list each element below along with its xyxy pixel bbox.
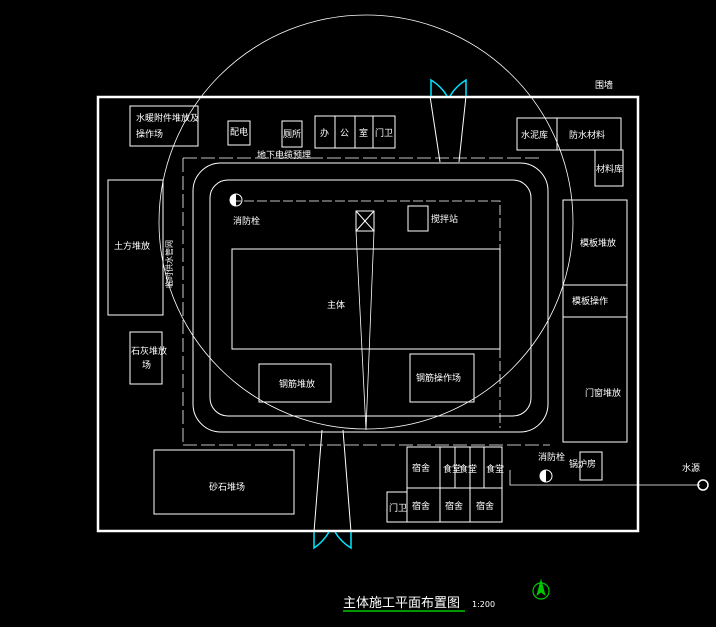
label-office-1: 办	[320, 127, 329, 139]
site-boundary-fence	[96, 95, 640, 533]
road-outer	[192, 162, 549, 433]
mixer-station-box	[407, 205, 429, 232]
label-power: 配电	[230, 126, 248, 138]
road-inner	[209, 179, 532, 417]
label-dorm-4: 宿舍	[476, 500, 494, 512]
label-hydrant-1: 消防栓	[233, 215, 260, 227]
label-temp-water: 临时供水管网	[164, 240, 174, 288]
water-line-inner	[231, 200, 501, 428]
label-office-2: 公	[340, 128, 349, 139]
label-gate-top: 门卫	[375, 127, 393, 139]
label-formwork-work: 模板操作	[572, 295, 608, 307]
label-formwork-pile: 模板堆放	[580, 237, 616, 249]
water-source-icon	[697, 479, 709, 491]
label-cement: 水泥库	[521, 129, 548, 141]
boiler-room	[579, 451, 603, 481]
rebar-pile-area	[258, 363, 332, 403]
toilet-block	[281, 120, 303, 148]
material-warehouse	[594, 149, 624, 187]
lime-pile-area	[129, 331, 163, 385]
label-fittings: 水暖附件堆放及	[136, 112, 199, 124]
label-canteen-1: 食堂	[443, 463, 461, 475]
label-dorm-3: 宿舍	[445, 500, 463, 512]
north-arrow-icon	[532, 578, 550, 600]
hydrant-icon	[229, 193, 243, 207]
earth-pile-area	[107, 179, 164, 316]
label-lime-1: 石灰堆放	[131, 345, 167, 357]
label-office-3: 室	[359, 127, 368, 139]
top-gate	[430, 78, 467, 97]
label-boiler: 锅炉房	[569, 458, 596, 470]
label-fittings-2: 操作场	[136, 128, 163, 140]
label-dorm-2: 宿舍	[412, 500, 430, 512]
drawing-title: 主体施工平面布置图	[343, 596, 460, 611]
label-underground: 地下电缆预埋	[257, 149, 311, 161]
power-room	[227, 120, 251, 146]
cement-warehouse	[516, 117, 622, 151]
top-gate-road-2	[458, 95, 467, 163]
label-hydrant-2: 消防栓	[538, 451, 565, 463]
label-sand-stone: 砂石堆场	[209, 481, 245, 493]
rebar-workshop-area	[409, 353, 475, 403]
bottom-gate-road-2	[342, 429, 352, 533]
label-toilet: 厕所	[283, 129, 301, 140]
top-gate-road	[429, 95, 441, 163]
label-lime-2: 场	[142, 360, 151, 371]
sand-stone-area	[153, 449, 295, 515]
label-waterproof: 防水材料	[569, 129, 605, 141]
label-material: 材料库	[596, 163, 623, 175]
hoist-box	[355, 210, 375, 232]
label-dorm-1: 宿舍	[412, 462, 430, 474]
fittings-yard	[129, 105, 199, 147]
hydrant-icon	[539, 469, 553, 483]
label-mixer: 搅拌站	[431, 213, 458, 225]
label-canteen-2: 食堂	[459, 463, 477, 475]
label-fence: 围墙	[595, 79, 613, 91]
label-water-source: 水源	[682, 462, 700, 474]
label-canteen-3: 食堂	[486, 463, 504, 475]
label-rebar-workshop: 钢筋操作场	[416, 372, 461, 384]
label-gate-bottom: 门卫	[389, 502, 407, 514]
door-window-area	[562, 316, 628, 443]
drawing-scale: 1:200	[472, 600, 495, 609]
water-line-right	[509, 470, 700, 486]
gate-house-bottom	[386, 491, 408, 523]
label-door-window: 门窗堆放	[585, 387, 621, 399]
label-earth: 土方堆放	[114, 240, 150, 252]
bottom-gate	[313, 531, 352, 550]
main-building	[231, 248, 501, 350]
label-main: 主体	[327, 299, 345, 311]
bottom-gate-road	[313, 429, 323, 533]
label-rebar-pile: 钢筋堆放	[279, 378, 315, 390]
